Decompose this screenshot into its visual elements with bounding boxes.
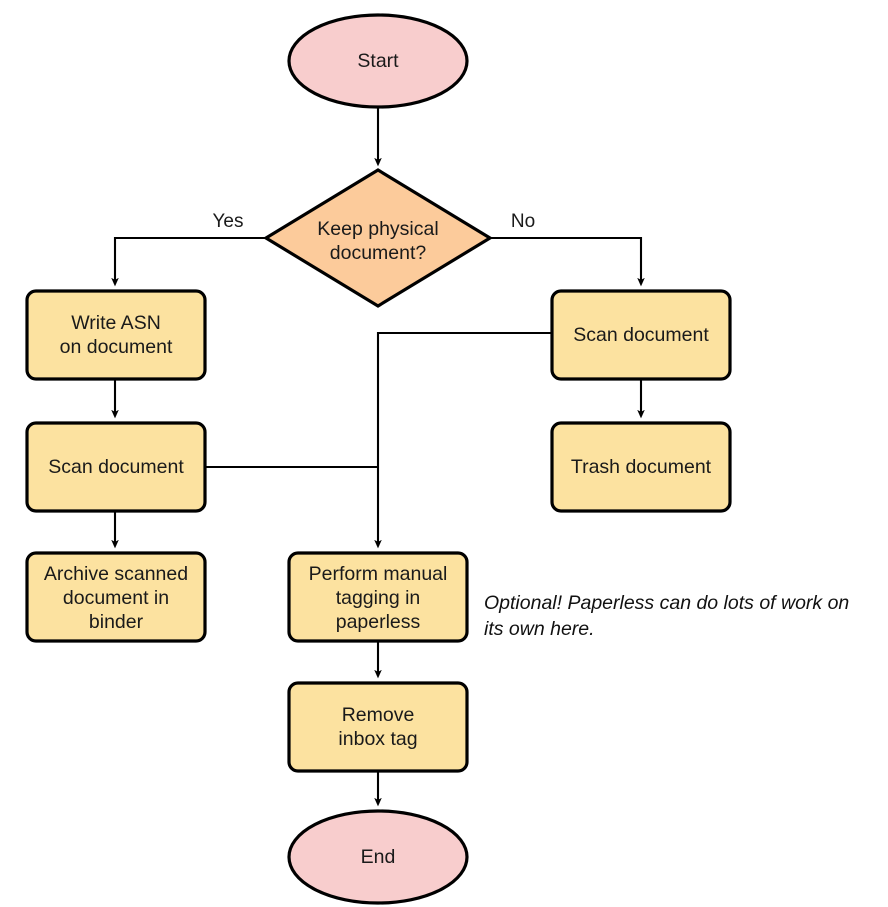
scan-document-right-box-shape (550, 289, 732, 381)
end-label: End (361, 846, 396, 868)
edge-scan-right-to-tagging (374, 331, 552, 549)
node-scan-document-right[interactable]: Scan document (550, 289, 732, 381)
manual-tagging-box-shape (287, 551, 469, 643)
node-keep-physical-document[interactable]: Keep physical document? (262, 168, 494, 308)
scan-document-left-box-shape (25, 421, 207, 513)
write-asn-box-shape (25, 289, 207, 381)
manual-tagging-label-line3: paperless (336, 611, 421, 633)
edge-label-layer: Yes No (213, 211, 536, 232)
node-scan-document-left[interactable]: Scan document (25, 421, 207, 513)
edge-label-yes: Yes (213, 211, 244, 232)
edge-label-no: No (511, 211, 535, 232)
archive-binder-label-line2: document in (63, 587, 169, 609)
edge-decision-to-write-asn (111, 236, 266, 287)
remove-inbox-tag-label-line2: inbox tag (338, 728, 417, 750)
node-start[interactable]: Start (287, 13, 469, 109)
manual-tagging-label-line1: Perform manual (309, 563, 448, 585)
edge-decision-to-scan-right (490, 236, 645, 287)
trash-document-box-shape (550, 421, 732, 513)
optional-note-line2: its own here. (484, 618, 595, 640)
node-write-asn[interactable]: Write ASN on document (25, 289, 207, 381)
end-ellipse-shape (287, 809, 469, 905)
optional-note-line1: Optional! Paperless can do lots of work … (484, 592, 849, 614)
write-asn-label-line2: on document (60, 336, 173, 358)
write-asn-label-line1: Write ASN (71, 312, 161, 334)
decision-diamond-shape (262, 168, 494, 308)
archive-binder-label-line1: Archive scanned (44, 563, 188, 585)
annotation-layer: Optional! Paperless can do lots of work … (484, 592, 849, 640)
node-archive-in-binder[interactable]: Archive scanned document in binder (25, 551, 207, 643)
node-perform-manual-tagging[interactable]: Perform manual tagging in paperless (287, 551, 469, 643)
remove-inbox-tag-box-shape (287, 681, 469, 773)
node-end[interactable]: End (287, 809, 469, 905)
node-trash-document[interactable]: Trash document (550, 421, 732, 513)
edge-layer (111, 107, 645, 807)
start-ellipse-shape (287, 13, 469, 109)
archive-binder-box-shape (25, 551, 207, 643)
decision-label-line2: document? (330, 242, 427, 264)
node-remove-inbox-tag[interactable]: Remove inbox tag (287, 681, 469, 773)
manual-tagging-label-line2: tagging in (336, 587, 421, 609)
archive-binder-label-line3: binder (89, 611, 144, 633)
scan-document-left-label: Scan document (48, 456, 184, 478)
node-layer: Start Keep physical document? Write ASN … (25, 13, 732, 905)
scan-document-right-label: Scan document (573, 324, 709, 346)
trash-document-label: Trash document (571, 456, 712, 478)
start-label: Start (357, 50, 399, 72)
decision-label-line1: Keep physical (317, 218, 438, 240)
remove-inbox-tag-label-line1: Remove (342, 704, 415, 726)
